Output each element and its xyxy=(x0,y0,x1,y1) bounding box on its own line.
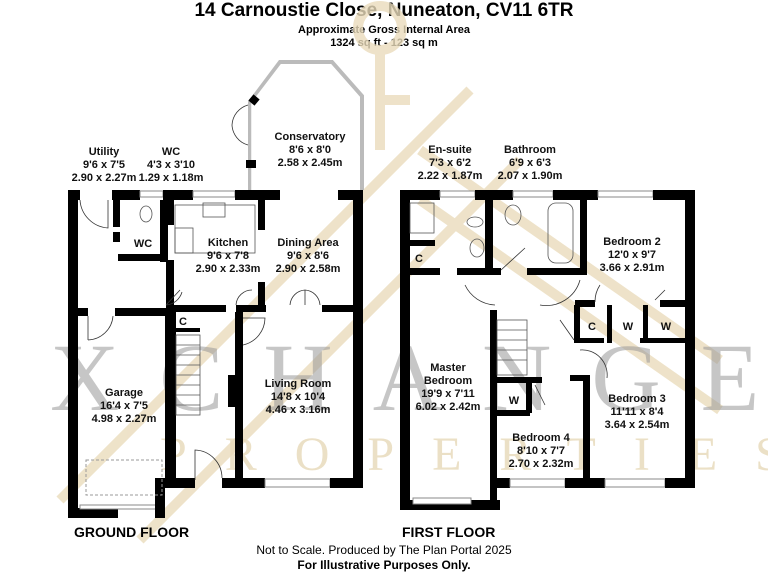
staircase-icon xyxy=(175,334,201,416)
ground-floor-plan xyxy=(68,60,364,518)
svg-text:2.58 x 2.45m: 2.58 x 2.45m xyxy=(278,157,343,169)
svg-text:9'6 x 8'6: 9'6 x 8'6 xyxy=(287,250,329,262)
svg-text:2.22 x 1.87m: 2.22 x 1.87m xyxy=(418,170,483,182)
svg-text:1.29 x 1.18m: 1.29 x 1.18m xyxy=(139,172,204,184)
room-label-bedroom-3: Bedroom 3 11'11 x 8'4 3.64 x 2.54m xyxy=(605,393,670,431)
svg-text:4.98 x 2.27m: 4.98 x 2.27m xyxy=(92,413,157,425)
svg-text:2.70 x 2.32m: 2.70 x 2.32m xyxy=(509,458,574,470)
svg-text:En-suite: En-suite xyxy=(428,144,471,156)
svg-text:Bedroom: Bedroom xyxy=(424,375,473,387)
room-label-bathroom: Bathroom 6'9 x 6'3 2.07 x 1.90m xyxy=(498,144,563,182)
svg-text:9'6 x 7'5: 9'6 x 7'5 xyxy=(83,159,125,171)
svg-text:12'0 x 9'7: 12'0 x 9'7 xyxy=(608,249,656,261)
svg-text:7'3 x 6'2: 7'3 x 6'2 xyxy=(429,157,471,169)
svg-text:Utility: Utility xyxy=(89,146,120,158)
room-label-bedroom-2: Bedroom 2 12'0 x 9'7 3.66 x 2.91m xyxy=(600,236,665,274)
svg-text:3.66 x 2.91m: 3.66 x 2.91m xyxy=(600,262,665,274)
svg-text:14'8 x 10'4: 14'8 x 10'4 xyxy=(271,391,326,403)
first-floor-label: FIRST FLOOR xyxy=(402,524,496,540)
svg-text:Living Room: Living Room xyxy=(265,378,332,390)
room-label-conservatory: Conservatory 8'6 x 8'0 2.58 x 2.45m xyxy=(275,131,347,169)
svg-text:6'9 x 6'3: 6'9 x 6'3 xyxy=(509,157,551,169)
svg-text:Master: Master xyxy=(430,362,466,374)
room-label-utility: Utility 9'6 x 7'5 2.90 x 2.27m xyxy=(72,146,137,184)
svg-text:Conservatory: Conservatory xyxy=(275,131,347,143)
svg-text:WC: WC xyxy=(162,146,180,158)
cupboard-label: C xyxy=(588,321,596,333)
room-label-wc: WC 4'3 x 3'10 1.29 x 1.18m xyxy=(139,146,204,184)
svg-text:16'4 x 7'5: 16'4 x 7'5 xyxy=(100,400,148,412)
svg-text:4'3 x 3'10: 4'3 x 3'10 xyxy=(147,159,195,171)
svg-text:9'6 x 7'8: 9'6 x 7'8 xyxy=(207,250,249,262)
wardrobe-label: W xyxy=(509,395,520,407)
svg-text:Bedroom 2: Bedroom 2 xyxy=(603,236,660,248)
svg-text:2.90 x 2.58m: 2.90 x 2.58m xyxy=(276,263,341,275)
svg-text:8'6 x 8'0: 8'6 x 8'0 xyxy=(289,144,331,156)
room-label-kitchen: Kitchen 9'6 x 7'8 2.90 x 2.33m xyxy=(196,237,261,275)
disclaimer: For Illustrative Purposes Only. xyxy=(297,558,471,572)
cupboard-label: C xyxy=(179,316,187,328)
staircase-icon xyxy=(496,319,528,376)
room-label-en-suite: En-suite 7'3 x 6'2 2.22 x 1.87m xyxy=(418,144,483,182)
room-label-master-bedroom: Master Bedroom 19'9 x 7'11 6.02 x 2.42m xyxy=(416,362,481,413)
watermark-word2: PROPERTIES xyxy=(160,428,768,481)
svg-text:Dining Area: Dining Area xyxy=(277,237,339,249)
conservatory-outline xyxy=(248,60,364,190)
ground-floor-label: GROUND FLOOR xyxy=(74,524,190,540)
wardrobe-label: W xyxy=(623,321,634,333)
wardrobe-label: W xyxy=(661,321,672,333)
svg-text:6.02 x 2.42m: 6.02 x 2.42m xyxy=(416,401,481,413)
svg-text:Kitchen: Kitchen xyxy=(208,237,249,249)
wc-label: WC xyxy=(134,238,152,250)
svg-text:Bedroom 4: Bedroom 4 xyxy=(512,432,570,444)
room-label-living-room: Living Room 14'8 x 10'4 4.46 x 3.16m xyxy=(265,378,332,416)
room-label-garage: Garage 16'4 x 7'5 4.98 x 2.27m xyxy=(92,387,157,425)
svg-text:Bathroom: Bathroom xyxy=(504,144,556,156)
svg-text:Garage: Garage xyxy=(105,387,143,399)
area-subtitle: Approximate Gross Internal Area xyxy=(298,24,470,36)
svg-text:3.64 x 2.54m: 3.64 x 2.54m xyxy=(605,419,670,431)
cupboard-label: C xyxy=(415,253,423,265)
svg-text:2.90 x 2.33m: 2.90 x 2.33m xyxy=(196,263,261,275)
svg-text:4.46 x 3.16m: 4.46 x 3.16m xyxy=(266,404,331,416)
svg-text:8'10 x 7'7: 8'10 x 7'7 xyxy=(517,445,565,457)
room-label-bedroom-4: Bedroom 4 8'10 x 7'7 2.70 x 2.32m xyxy=(509,432,574,470)
room-label-dining-area: Dining Area 9'6 x 8'6 2.90 x 2.58m xyxy=(276,237,341,275)
svg-text:2.90 x 2.27m: 2.90 x 2.27m xyxy=(72,172,137,184)
scale-note: Not to Scale. Produced by The Plan Porta… xyxy=(256,543,512,557)
first-floor-plan xyxy=(400,190,695,510)
svg-text:19'9 x 7'11: 19'9 x 7'11 xyxy=(421,388,475,400)
svg-text:Bedroom 3: Bedroom 3 xyxy=(608,393,665,405)
svg-text:2.07 x 1.90m: 2.07 x 1.90m xyxy=(498,170,563,182)
svg-text:11'11 x 8'4: 11'11 x 8'4 xyxy=(611,406,665,418)
